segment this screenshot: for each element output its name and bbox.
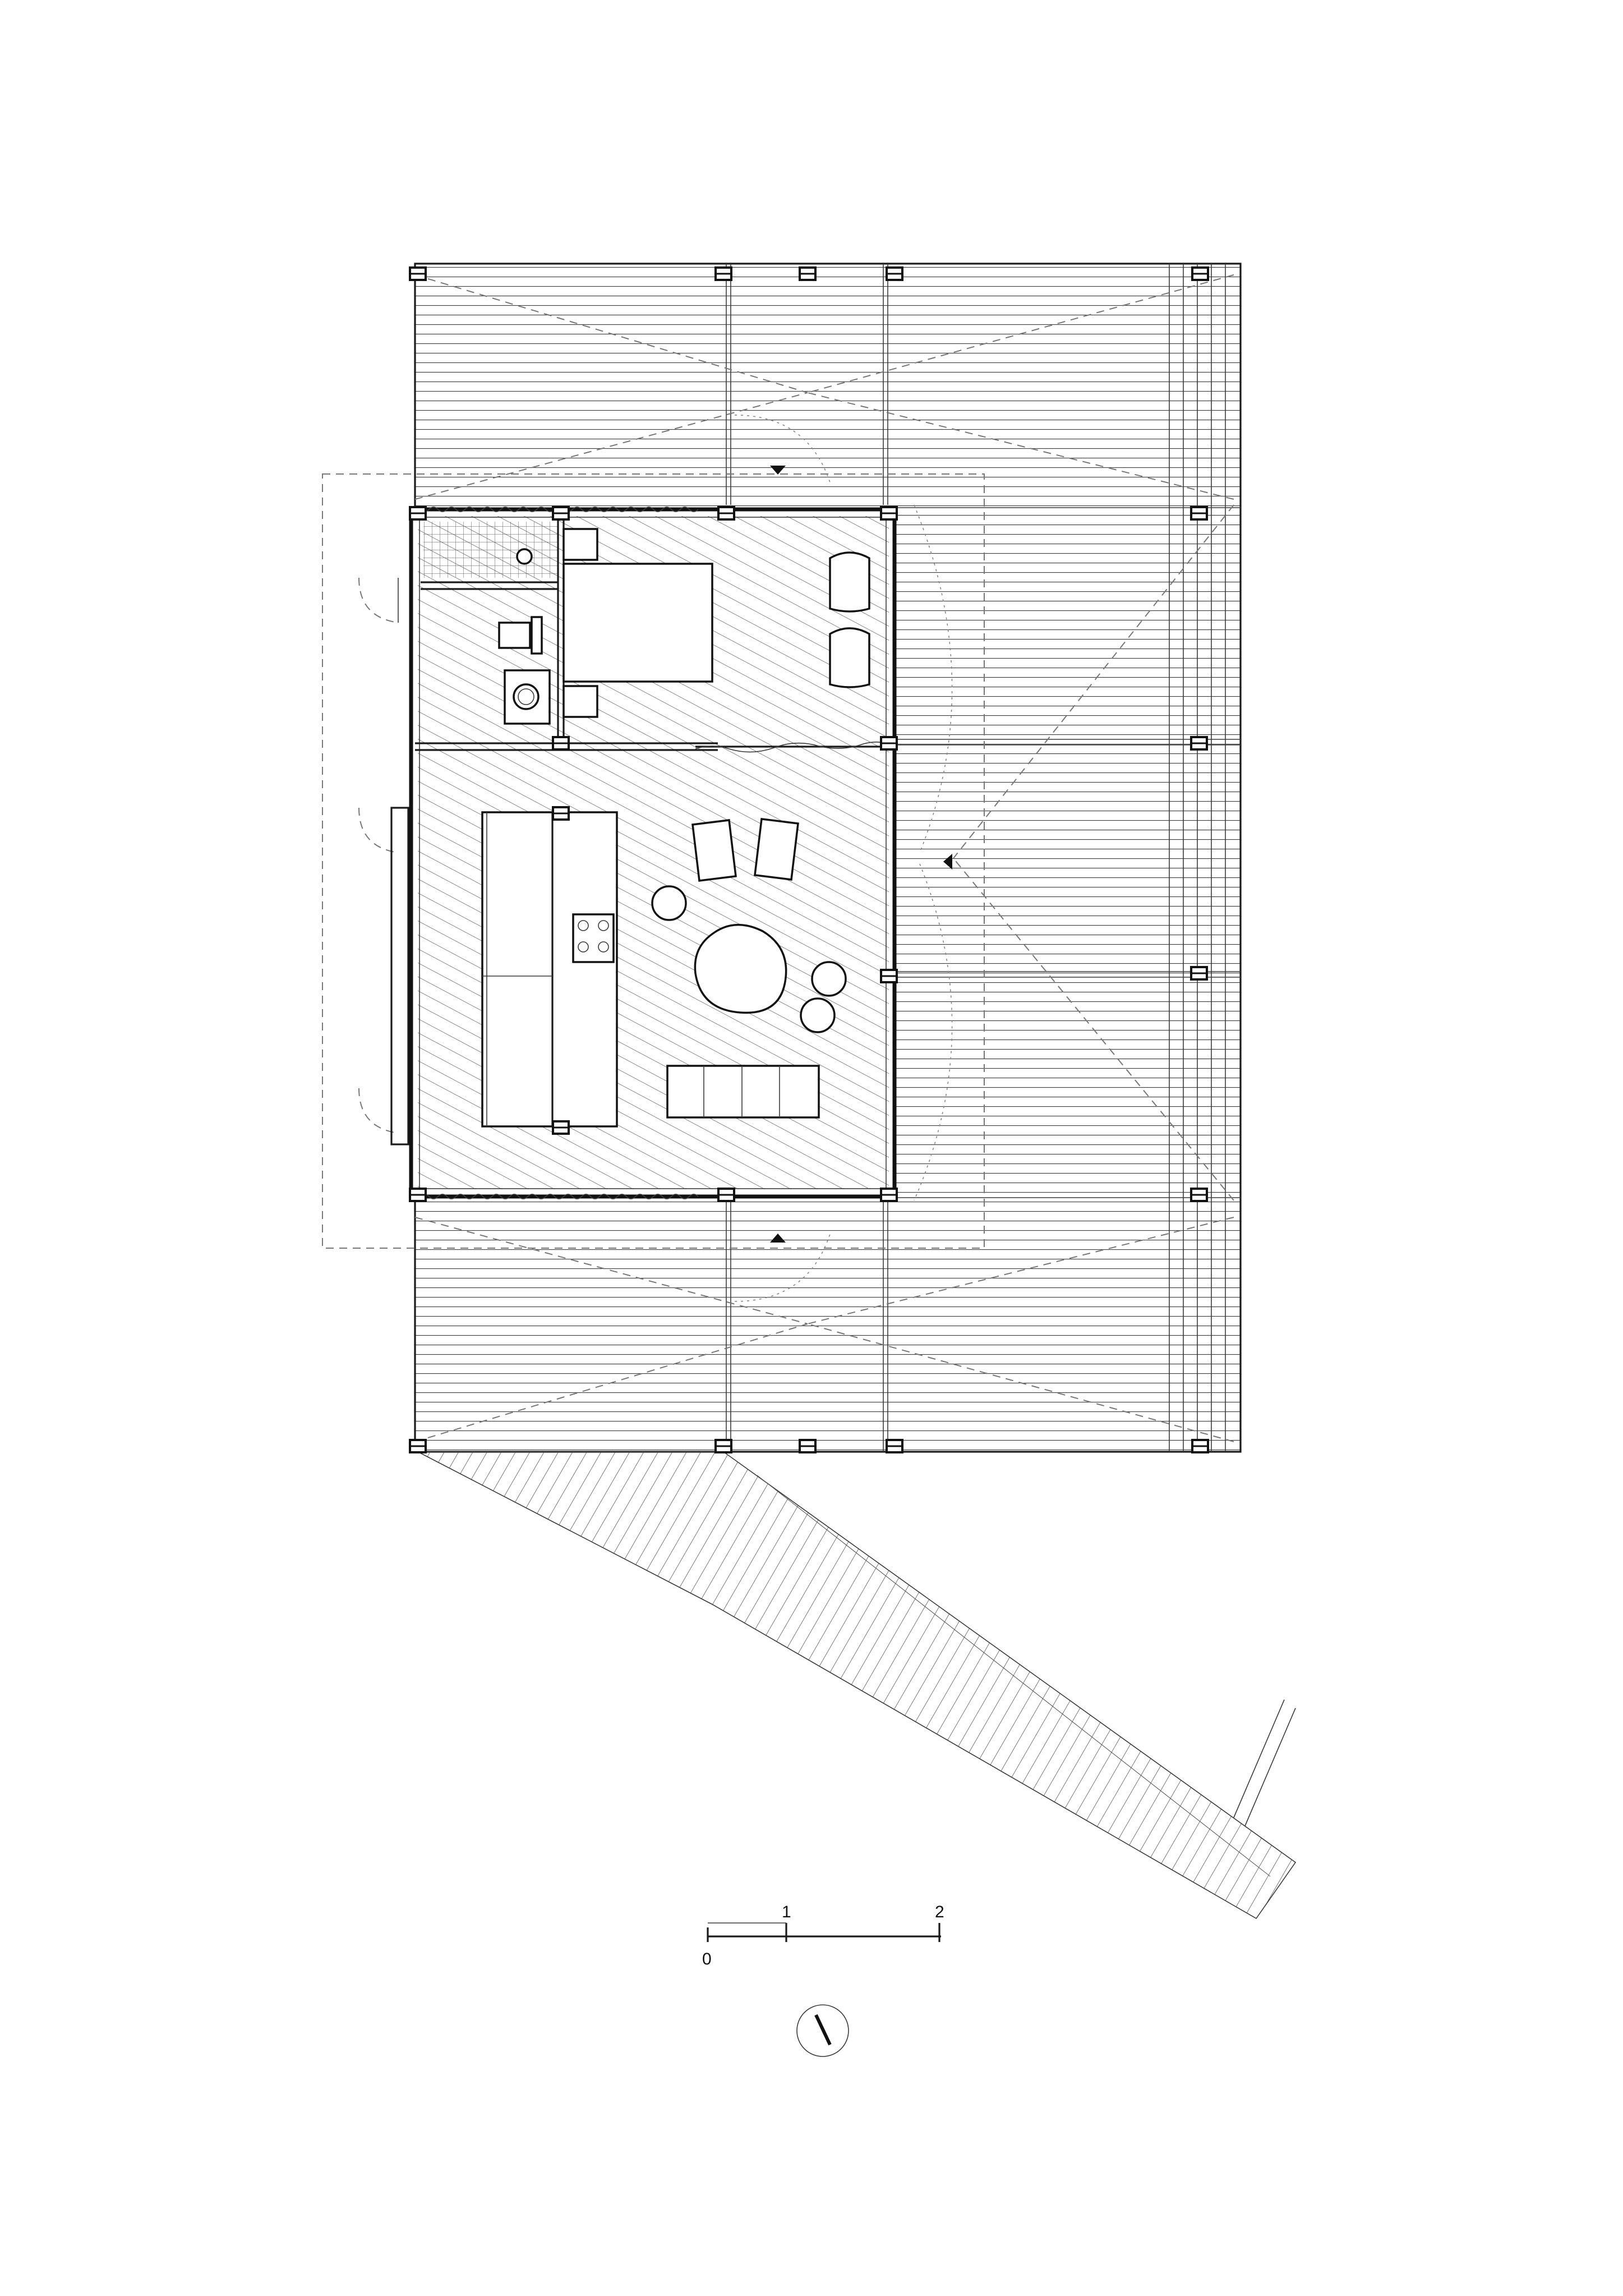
scale-label-0: 0 xyxy=(702,1950,712,1968)
north-arrow-icon xyxy=(796,2004,849,2057)
structural-columns xyxy=(409,266,1209,1453)
kitchen-counter xyxy=(481,811,618,1128)
door-swings xyxy=(358,577,409,1145)
living-furniture xyxy=(651,818,847,1119)
armchair-bedroom xyxy=(829,551,870,688)
scale-label-1: 1 xyxy=(782,1903,791,1921)
section-markers xyxy=(770,466,952,1243)
scale-bar: 0 1 2 xyxy=(702,1903,944,1968)
bathroom xyxy=(498,548,551,725)
scale-label-2: 2 xyxy=(935,1903,944,1921)
bed xyxy=(562,528,713,718)
access-ramp xyxy=(417,1451,1297,1920)
roof-ridge-lines xyxy=(322,274,1234,1442)
